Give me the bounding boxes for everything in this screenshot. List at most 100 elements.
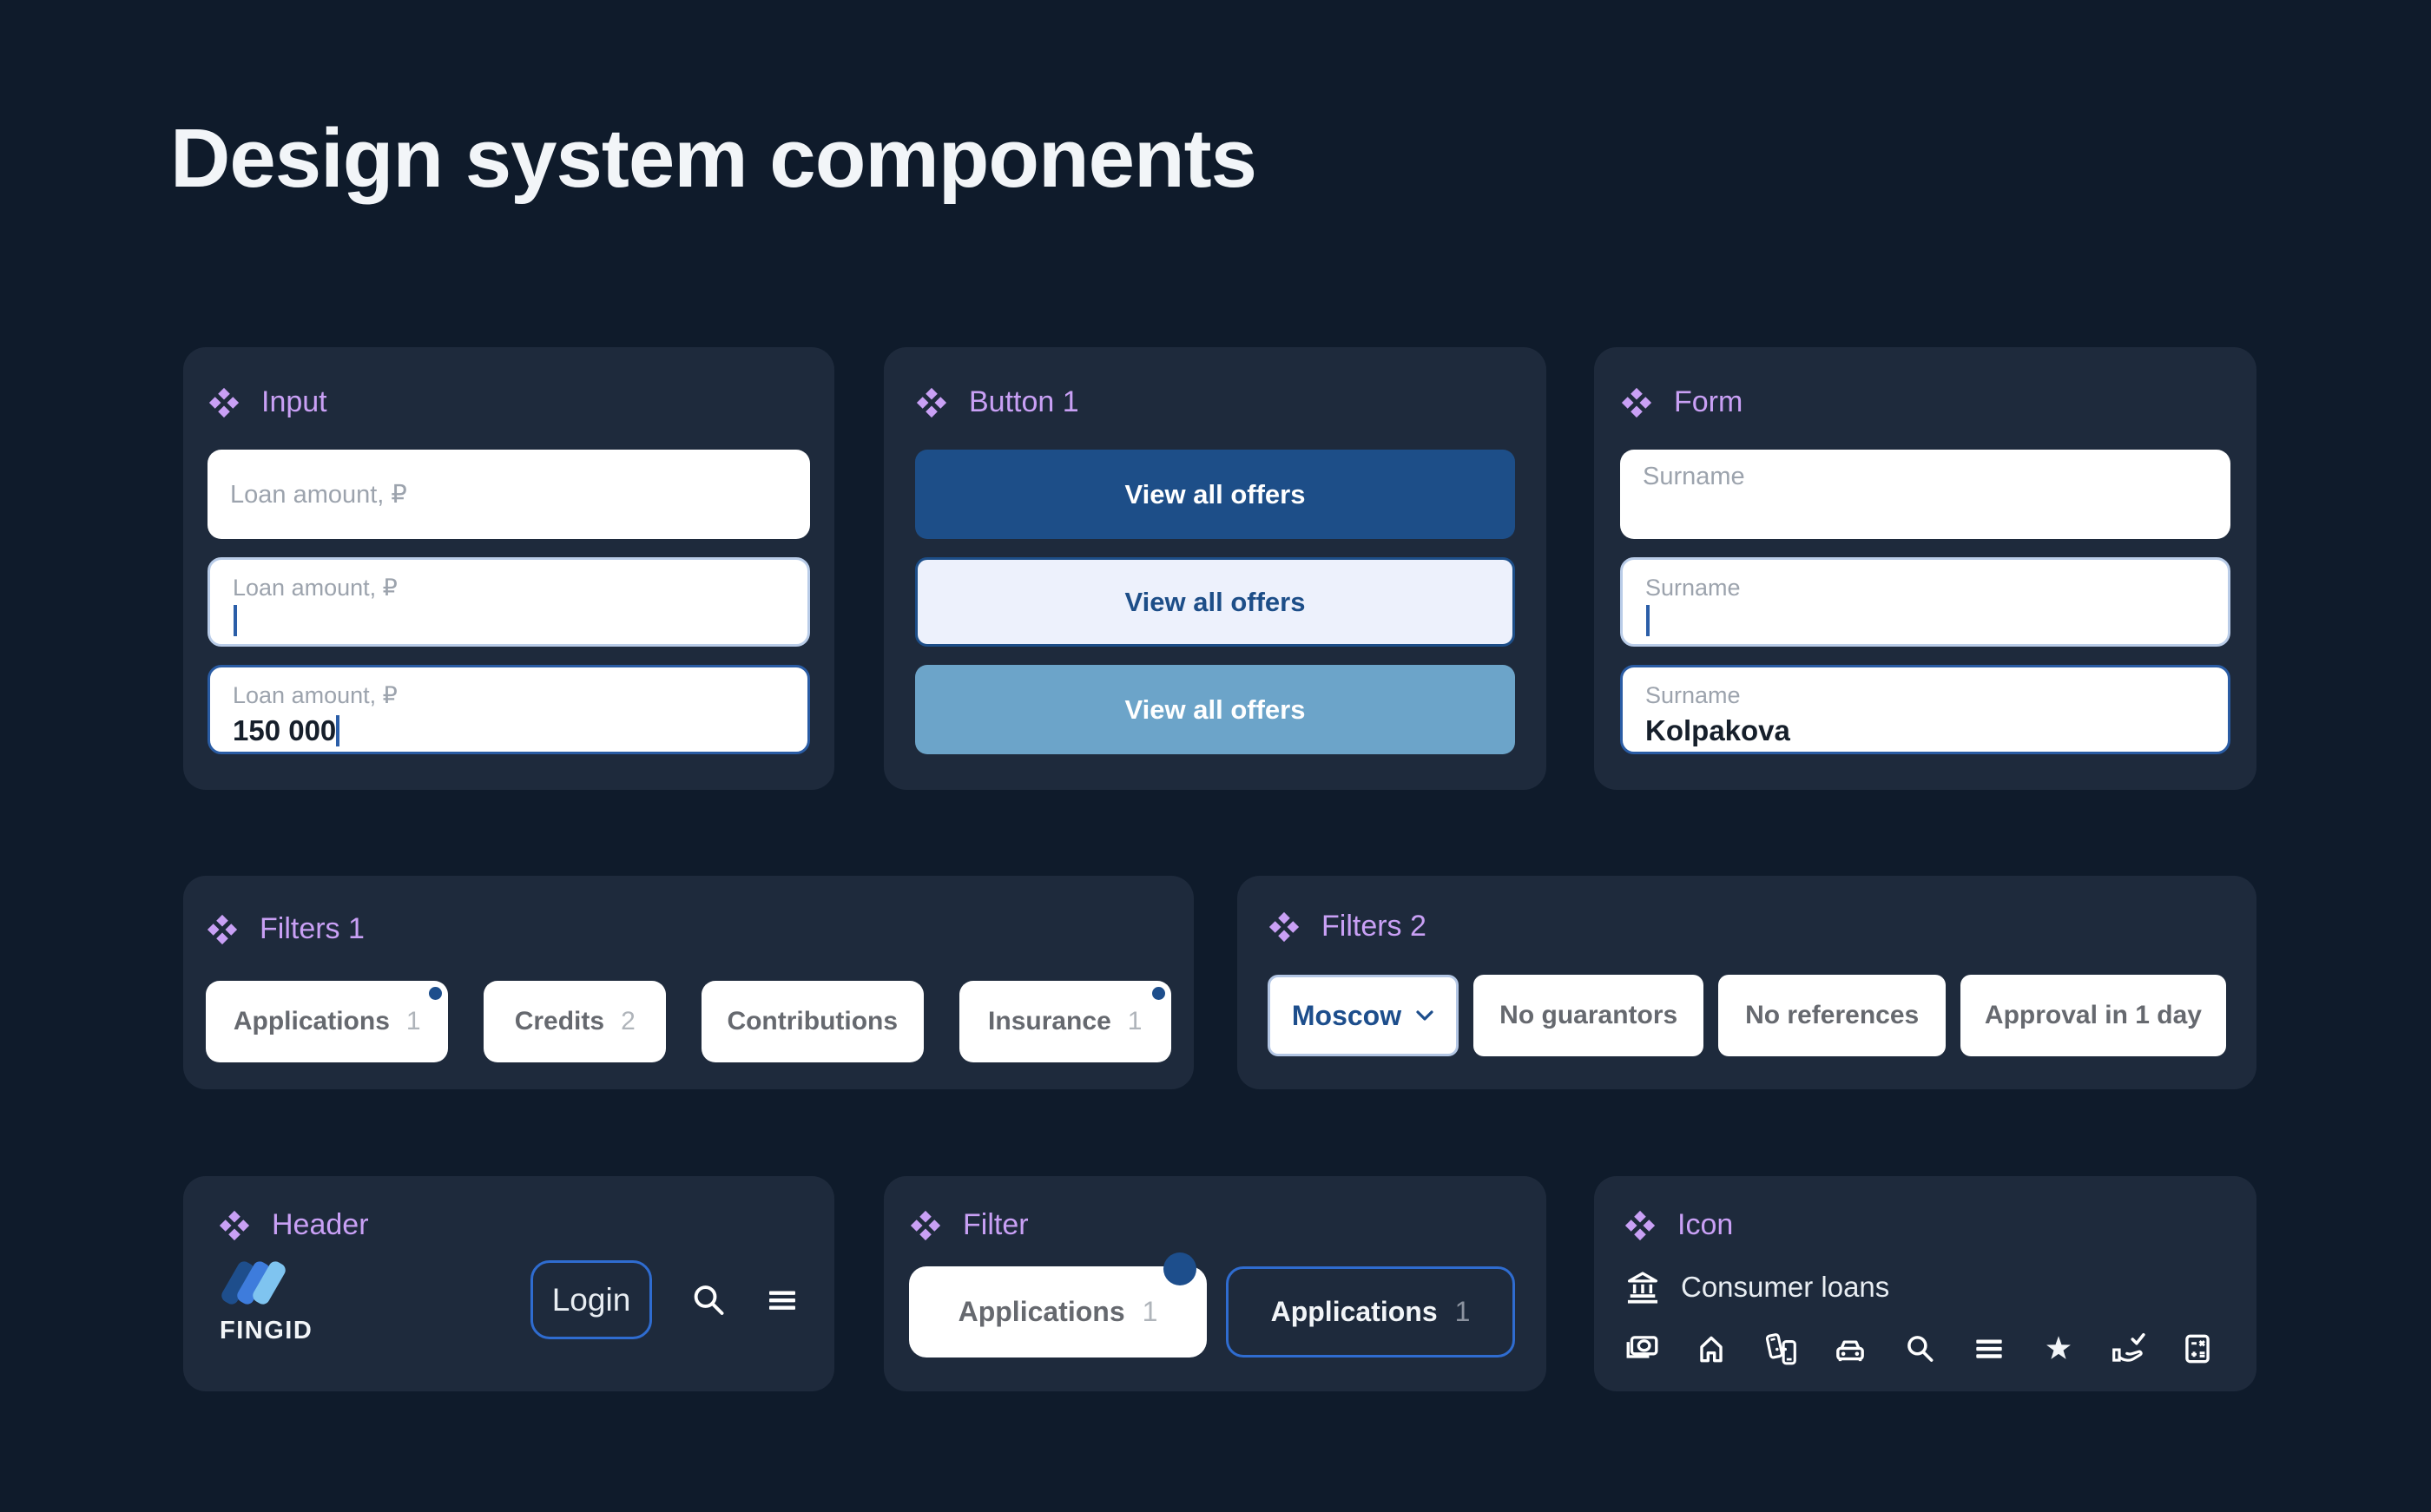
- filter-chip-no-references[interactable]: No references: [1718, 975, 1946, 1056]
- page-title: Design system components: [170, 112, 1257, 205]
- text-caret: [1646, 605, 1650, 636]
- card-title: Filters 2: [1321, 910, 1426, 943]
- card-button1: Button 1 View all offers View all offers…: [884, 347, 1546, 790]
- view-all-offers-button-primary[interactable]: View all offers: [915, 450, 1515, 539]
- chip-count: 1: [1454, 1296, 1471, 1327]
- card-input: Input Loan amount, ₽ Loan amount, ₽ Loan…: [183, 347, 834, 790]
- card-form-header: Form: [1620, 385, 2230, 419]
- view-all-offers-button-secondary[interactable]: View all offers: [915, 557, 1515, 647]
- card-title: Filters 1: [260, 912, 365, 945]
- notification-dot: [1152, 987, 1165, 1000]
- filter-chip-credits[interactable]: Credits 2: [484, 981, 667, 1062]
- card-header-header: Header: [218, 1208, 800, 1242]
- card-filter: Filter Applications 1 Applications 1: [884, 1176, 1546, 1391]
- input-placeholder: Surname: [1645, 682, 1741, 708]
- card-filters2: Filters 2 Moscow No guarantors No refere…: [1237, 876, 2256, 1089]
- filter-chip-approval-in-1-day[interactable]: Approval in 1 day: [1960, 975, 2226, 1056]
- input-value: Kolpakova: [1645, 714, 1790, 746]
- star-icon[interactable]: [2040, 1331, 2077, 1367]
- chip-label: Insurance: [988, 1007, 1111, 1035]
- input-placeholder: Loan amount, ₽: [230, 481, 407, 509]
- component-marker-icon: [916, 387, 947, 417]
- menu-icon[interactable]: [1971, 1331, 2007, 1367]
- input-value: 150 000: [233, 714, 337, 746]
- input-placeholder: Loan amount, ₽: [233, 575, 398, 601]
- input-placeholder: Surname: [1645, 575, 1741, 601]
- car-icon[interactable]: [1832, 1331, 1868, 1367]
- fingid-logo-text: FINGID: [220, 1317, 313, 1344]
- card-filters1-header: Filters 1: [206, 912, 1171, 946]
- chip-count: 1: [1127, 1007, 1143, 1035]
- login-button[interactable]: Login: [530, 1260, 652, 1339]
- card-title: Header: [272, 1208, 369, 1241]
- home-icon[interactable]: [1693, 1331, 1729, 1367]
- card-input-header: Input: [208, 385, 810, 419]
- hand-check-icon[interactable]: [2110, 1331, 2146, 1367]
- component-marker-icon: [910, 1210, 941, 1240]
- card-title: Form: [1674, 385, 1743, 418]
- search-icon[interactable]: [688, 1280, 728, 1320]
- filter-chip-applications[interactable]: Applications 1: [206, 981, 449, 1062]
- menu-icon[interactable]: [765, 1283, 800, 1318]
- input-placeholder: Surname: [1643, 463, 1745, 490]
- filter-chip-applications-outline[interactable]: Applications 1: [1226, 1266, 1515, 1358]
- card-title: Icon: [1677, 1208, 1734, 1241]
- component-marker-icon: [1624, 1210, 1656, 1240]
- text-caret: [234, 605, 237, 636]
- filter-chip-contributions[interactable]: Contributions: [702, 981, 924, 1062]
- card-icon: Icon Consumer loans: [1594, 1176, 2256, 1391]
- card-header: Header FINGID Login: [183, 1176, 834, 1391]
- search-icon[interactable]: [1901, 1331, 1938, 1367]
- text-caret: [336, 715, 340, 746]
- component-marker-icon: [1621, 387, 1652, 417]
- surname-input-filled[interactable]: Surname Kolpakova: [1620, 665, 2230, 754]
- filter-chip-no-guarantors[interactable]: No guarantors: [1472, 975, 1704, 1056]
- chip-label: No guarantors: [1499, 1001, 1678, 1029]
- filter-chip-applications-selected[interactable]: Applications 1: [909, 1252, 1207, 1358]
- chip-label: Applications: [233, 1007, 390, 1035]
- notification-dot: [1163, 1252, 1196, 1285]
- card-filters2-header: Filters 2: [1268, 910, 2226, 943]
- loan-amount-input-filled[interactable]: Loan amount, ₽ 150 000: [208, 665, 810, 754]
- transfer-phones-icon[interactable]: [1762, 1331, 1799, 1367]
- loan-amount-input-default[interactable]: Loan amount, ₽: [208, 450, 810, 539]
- chip-label: Credits: [514, 1007, 605, 1035]
- surname-input-focused[interactable]: Surname: [1620, 557, 2230, 647]
- surname-input-default[interactable]: Surname: [1620, 450, 2230, 539]
- menu-item-label: Consumer loans: [1681, 1271, 1890, 1303]
- select-value: Moscow: [1291, 999, 1402, 1031]
- calculator-icon[interactable]: [2179, 1331, 2216, 1367]
- input-placeholder: Loan amount, ₽: [233, 682, 398, 708]
- card-title: Input: [261, 385, 327, 418]
- bank-icon: [1627, 1272, 1658, 1304]
- chip-count: 1: [405, 1007, 421, 1035]
- card-button1-header: Button 1: [915, 385, 1515, 419]
- view-all-offers-button-tertiary[interactable]: View all offers: [915, 665, 1515, 754]
- chip-label: No references: [1745, 1001, 1920, 1029]
- card-icon-header: Icon: [1624, 1208, 2225, 1242]
- loan-amount-input-focused[interactable]: Loan amount, ₽: [208, 557, 810, 647]
- chip-count: 2: [621, 1007, 636, 1035]
- component-marker-icon: [1268, 911, 1300, 942]
- card-title: Filter: [963, 1208, 1029, 1241]
- menu-item-consumer-loans[interactable]: Consumer loans: [1624, 1268, 2225, 1306]
- banknote-icon[interactable]: [1624, 1331, 1660, 1367]
- component-marker-icon: [207, 914, 238, 944]
- card-title: Button 1: [969, 385, 1079, 418]
- chip-count: 1: [1142, 1296, 1158, 1327]
- chevron-down-icon: [1415, 1009, 1434, 1022]
- city-select-moscow[interactable]: Moscow: [1268, 975, 1459, 1056]
- fingid-logo-icon: [221, 1261, 286, 1305]
- card-form: Form Surname Surname Surname Kolpakova: [1594, 347, 2256, 790]
- chip-label: Contributions: [727, 1007, 899, 1035]
- chip-label: Approval in 1 day: [1984, 1001, 2202, 1029]
- notification-dot: [429, 987, 443, 1000]
- component-marker-icon: [208, 387, 240, 417]
- fingid-logo[interactable]: FINGID: [218, 1254, 313, 1345]
- chip-label: Applications: [1270, 1296, 1438, 1327]
- component-marker-icon: [219, 1210, 250, 1240]
- chip-label: Applications: [958, 1296, 1125, 1327]
- card-filter-header: Filter: [909, 1208, 1515, 1242]
- filter-chip-insurance[interactable]: Insurance 1: [959, 981, 1171, 1062]
